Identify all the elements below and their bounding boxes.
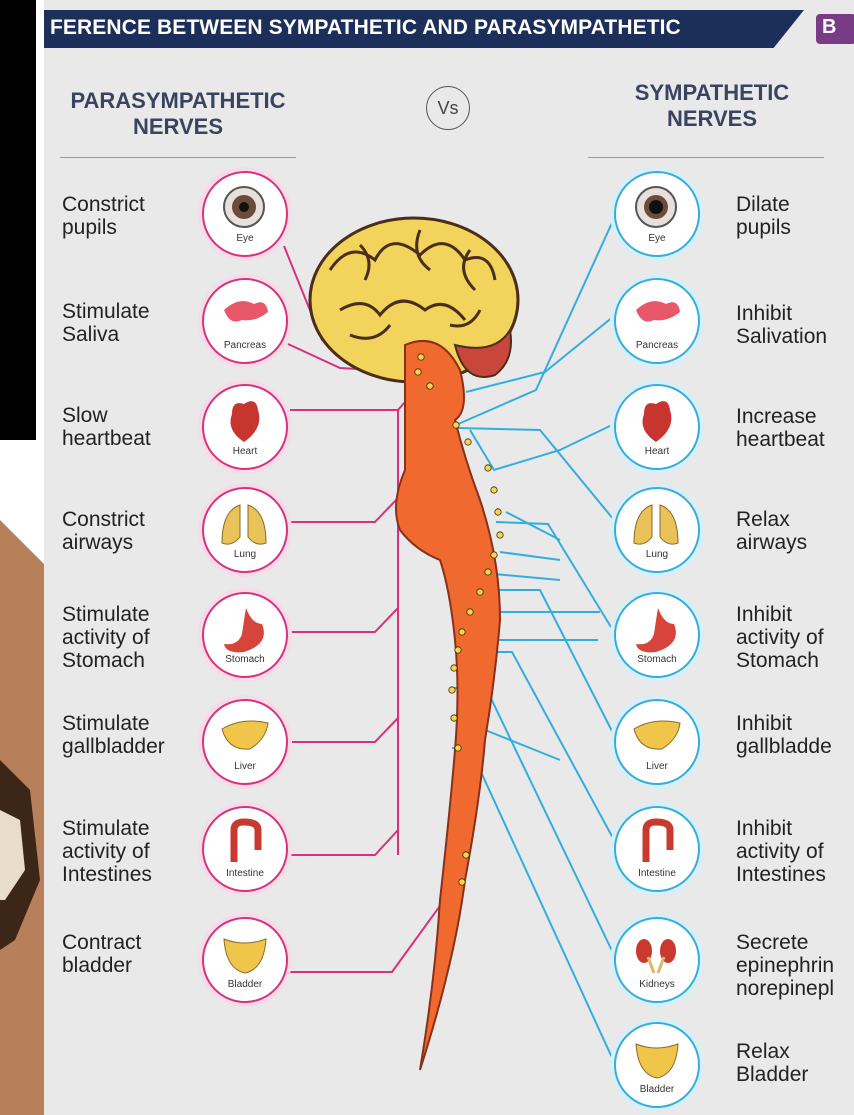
intestine-icon	[202, 806, 288, 892]
ganglion-dot	[418, 354, 424, 360]
left-organ-bladder: Bladder	[202, 917, 288, 1003]
bladder-icon	[202, 917, 288, 1003]
right-organ-bladder: Bladder	[614, 1022, 700, 1108]
ganglion-dot	[455, 745, 461, 751]
parasympathetic-nerve-heart	[290, 385, 420, 410]
left-organ-intestine: Intestine	[202, 806, 288, 892]
ganglion-dot	[449, 687, 455, 693]
ganglion-dot	[491, 487, 497, 493]
heart-icon	[202, 384, 288, 470]
liver-icon	[202, 699, 288, 785]
left-organ-lung-label: Lung	[202, 549, 288, 560]
lung-icon	[614, 487, 700, 573]
left-organ-lung: Lung	[202, 487, 288, 573]
left-organ-stomach-label: Stomach	[202, 654, 288, 665]
ganglion-dot	[453, 422, 459, 428]
sympathetic-fan-line	[494, 574, 560, 580]
eye-icon	[202, 171, 288, 257]
right-organ-liver-label: Liver	[614, 761, 700, 772]
right-organ-heart-label: Heart	[614, 446, 700, 457]
ganglion-dot	[451, 715, 457, 721]
right-effect-4: Relaxairways	[736, 508, 807, 554]
left-organ-heart: Heart	[202, 384, 288, 470]
heart-icon	[614, 384, 700, 470]
right-organ-bladder-label: Bladder	[614, 1084, 700, 1095]
spinal-cord	[396, 341, 500, 1070]
ganglion-dot	[465, 439, 471, 445]
sympathetic-fan-line	[506, 512, 560, 540]
left-organ-stomach: Stomach	[202, 592, 288, 678]
right-organ-lung-label: Lung	[614, 549, 700, 560]
left-effect-5: Stimulateactivity ofStomach	[62, 603, 150, 672]
ganglion-dot	[455, 647, 461, 653]
ganglion-dot	[427, 383, 433, 389]
sympathetic-fan-line	[500, 552, 560, 560]
left-organ-eye-label: Eye	[202, 233, 288, 244]
parasympathetic-nerve-intestine	[290, 830, 398, 855]
ganglion-dot	[485, 569, 491, 575]
pancreas-icon	[614, 278, 700, 364]
ganglion-dot	[491, 552, 497, 558]
ganglion-dot	[485, 465, 491, 471]
right-organ-pancreas-label: Pancreas	[614, 340, 700, 351]
right-organ-lung: Lung	[614, 487, 700, 573]
eye-icon	[614, 171, 700, 257]
ganglion-dot	[467, 609, 473, 615]
ganglion-dot	[495, 509, 501, 515]
left-effect-3: Slowheartbeat	[62, 404, 151, 450]
left-organ-liver: Liver	[202, 699, 288, 785]
intestine-icon	[614, 806, 700, 892]
right-organ-kidneys-label: Kidneys	[614, 979, 700, 990]
left-organ-pancreas-label: Pancreas	[202, 340, 288, 351]
ganglion-dot	[463, 852, 469, 858]
right-organ-eye: Eye	[614, 171, 700, 257]
parasympathetic-nerve-stomach	[290, 608, 398, 632]
stomach-icon	[202, 592, 288, 678]
left-organ-intestine-label: Intestine	[202, 868, 288, 879]
ganglion-dot	[415, 369, 421, 375]
stomach-icon	[614, 592, 700, 678]
right-organ-eye-label: Eye	[614, 233, 700, 244]
ganglion-dot	[459, 879, 465, 885]
right-organ-intestine-label: Intestine	[614, 868, 700, 879]
bladder-icon	[614, 1022, 700, 1108]
parasympathetic-nerve-lung	[290, 498, 398, 522]
kidneys-icon	[614, 917, 700, 1003]
ganglion-dot	[451, 665, 457, 671]
right-organ-stomach-label: Stomach	[614, 654, 700, 665]
right-organ-liver: Liver	[614, 699, 700, 785]
left-organ-eye: Eye	[202, 171, 288, 257]
right-organ-pancreas: Pancreas	[614, 278, 700, 364]
left-organ-bladder-label: Bladder	[202, 979, 288, 990]
lung-icon	[202, 487, 288, 573]
parasympathetic-nerve-liver	[290, 718, 398, 742]
ganglion-dot	[477, 589, 483, 595]
left-organ-liver-label: Liver	[202, 761, 288, 772]
right-organ-intestine: Intestine	[614, 806, 700, 892]
left-organ-pancreas: Pancreas	[202, 278, 288, 364]
right-organ-kidneys: Kidneys	[614, 917, 700, 1003]
left-organ-heart-label: Heart	[202, 446, 288, 457]
liver-icon	[614, 699, 700, 785]
pancreas-icon	[202, 278, 288, 364]
ganglion-dot	[459, 629, 465, 635]
right-organ-stomach: Stomach	[614, 592, 700, 678]
ganglion-dot	[497, 532, 503, 538]
right-organ-heart: Heart	[614, 384, 700, 470]
